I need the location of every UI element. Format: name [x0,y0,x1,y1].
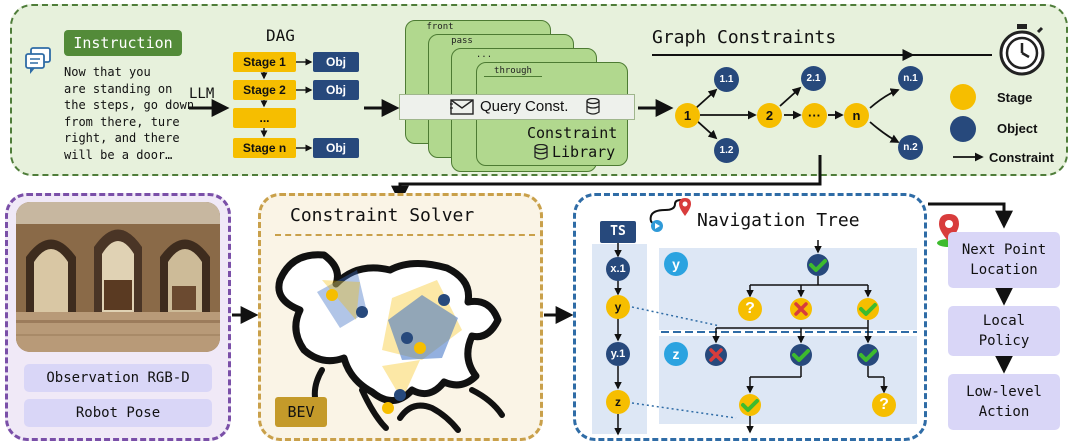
dag-stage-1: Stage 1 [233,52,296,72]
chat-icon [24,46,52,76]
dag-obj-n: Obj [313,138,359,158]
bev-map [275,251,505,433]
dag-stage-n: Stage n [233,138,296,158]
solver-divider [275,234,535,236]
question-icon: ? [872,393,896,417]
instruction-badge: Instruction [64,30,182,56]
envelope-icon [446,99,474,120]
bev-badge: BEV [275,397,327,427]
check-icon [856,343,880,372]
instruction-line: Now that you [64,65,151,79]
check-icon [738,393,762,422]
chain-node-y: y [606,295,630,319]
local-policy-label: Local Policy [978,313,1030,349]
llm-label: LLM [189,86,215,102]
low-level-label: Low-level Action [966,384,1042,420]
card-label-dots: ... [475,50,493,60]
graph-stage-2: 2 [757,103,782,128]
graph-stage-dots: ··· [802,103,827,128]
next-point-label: Next Point Location [961,242,1047,278]
instruction-line: the steps, go down [64,98,195,112]
graph-stage-1: 1 [675,103,700,128]
database-icon [534,143,548,164]
legend-object-label: Object [997,121,1038,136]
dag-obj-1: Obj [313,52,359,72]
instruction-line: right, and there [64,131,180,145]
graph-object-1-2: 1.2 [714,138,739,163]
cross-icon [789,297,813,326]
panorama-image [16,202,220,352]
card-label-through: through [484,66,542,77]
instruction-line: are standing on [64,81,173,96]
chain-node-z: z [606,390,630,414]
legend-constraint-label: Constraint [989,150,1054,165]
library-label-2: Library [534,143,615,164]
instruction-text: Now that you are standing on the steps, … [64,64,194,163]
stopwatch-icon [994,22,1050,83]
cross-icon [704,343,728,372]
local-policy-box: Local Policy [948,306,1060,356]
graph-constraints-title: Graph Constraints [652,27,837,48]
graph-stage-n: n [844,103,869,128]
instruction-line: will be a door… [64,147,173,162]
graph-object-n-1: n.1 [898,66,923,91]
graph-object-1-1: 1.1 [714,67,739,92]
check-icon [856,297,880,326]
ts-badge: TS [600,221,636,243]
chain-node-y1: y.1 [606,342,630,366]
robot-pose-box: Robot Pose [24,399,212,427]
card-label-front: front [426,22,454,32]
legend-object-dot [950,116,976,142]
route-icon [647,196,695,239]
library-label-text: Library [552,143,616,161]
nav-tree-title: Navigation Tree [697,210,860,231]
chain-node-x1: x.1 [606,257,630,281]
instruction-line: from there, ture [64,114,180,129]
dag-title: DAG [266,26,295,45]
question-icon: ? [738,297,762,321]
dag-obj-2: Obj [313,80,359,100]
check-icon [789,343,813,372]
card-label-pass: pass [451,36,473,46]
solver-title: Constraint Solver [290,205,475,226]
low-level-action-box: Low-level Action [948,374,1060,430]
check-icon [806,253,830,282]
query-label: Query Const. [480,98,569,115]
graph-object-n-2: n.2 [898,135,923,160]
observation-rgbd-box: Observation RGB-D [24,364,212,392]
legend-stage-dot [950,84,976,110]
dag-stage-dots: ... [233,108,296,128]
graph-object-2-1: 2.1 [801,66,826,91]
next-point-location-box: Next Point Location [948,232,1060,288]
database-icon [586,97,600,120]
level-z-marker: z [664,342,688,366]
library-label: Constraint [527,124,618,142]
legend-stage-label: Stage [997,90,1033,105]
level-y-marker: y [664,252,688,276]
dag-stage-2: Stage 2 [233,80,296,100]
